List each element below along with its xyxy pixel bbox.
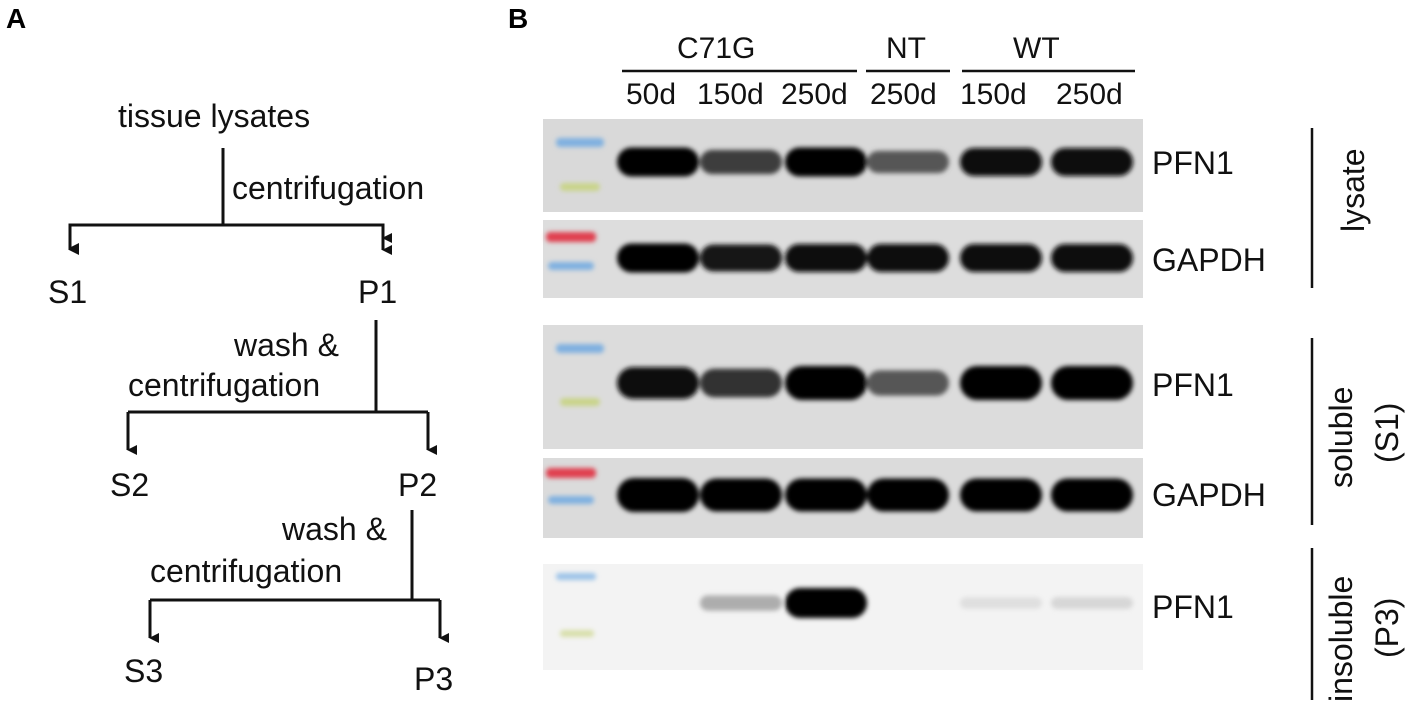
blot-group-headers: C71G NT WT — [677, 32, 1060, 65]
flow-start-label: tissue lysates — [118, 98, 310, 134]
band-soluble-gapdh-lane-6 — [1051, 478, 1133, 512]
band-insoluble-pfn1-lane-6 — [1051, 596, 1133, 610]
ladder-band-red — [546, 468, 596, 478]
fraction-label-soluble: soluble — [1323, 387, 1359, 488]
band-soluble-pfn1-lane-3 — [785, 366, 867, 400]
band-soluble-pfn1-lane-2 — [700, 368, 782, 398]
flow-s3-label: S3 — [124, 653, 163, 689]
ladder-band-blue — [548, 496, 594, 504]
ladder-band-green — [560, 398, 600, 406]
band-insoluble-pfn1-lane-5 — [960, 597, 1042, 609]
group-label-nt: NT — [886, 32, 926, 65]
band-lysate-pfn1-lane-1 — [617, 147, 699, 177]
flow-s1-label: S1 — [48, 274, 87, 310]
fraction-label-s1: (S1) — [1369, 403, 1405, 463]
flow-branch-right-1 — [68, 223, 392, 243]
flow-p2-label: P2 — [398, 467, 437, 503]
row-label-pfn1-insoluble: PFN1 — [1152, 589, 1234, 625]
band-soluble-gapdh-lane-1 — [617, 478, 699, 512]
band-lysate-pfn1-lane-6 — [1051, 147, 1133, 177]
flow-step2-line1: wash & — [233, 327, 339, 363]
fraction-label-lysate: lysate — [1335, 148, 1371, 232]
lane-label-4: 250d — [870, 78, 937, 111]
lane-label-6: 250d — [1056, 78, 1123, 111]
blot-bands — [617, 147, 1133, 618]
band-soluble-pfn1-lane-5 — [960, 366, 1042, 400]
blot-lane-labels: 50d 150d 250d 250d 150d 250d — [626, 78, 1123, 111]
group-label-c71g: C71G — [677, 32, 755, 65]
band-lysate-pfn1-lane-3 — [785, 147, 867, 177]
row-label-pfn1-soluble: PFN1 — [1152, 367, 1234, 403]
band-lysate-gapdh-lane-6 — [1051, 243, 1133, 273]
ladder-band-red — [546, 232, 596, 242]
band-lysate-gapdh-lane-4 — [867, 243, 949, 273]
flow-step3-line2: centrifugation — [150, 553, 342, 589]
lane-label-3: 250d — [781, 78, 848, 111]
fraction-label-insoluble: insoluble — [1323, 576, 1359, 702]
band-soluble-gapdh-lane-4 — [867, 478, 949, 512]
band-soluble-pfn1-lane-1 — [617, 367, 699, 399]
panel-a-letter: A — [6, 3, 26, 34]
band-lysate-pfn1-lane-5 — [960, 147, 1042, 177]
band-insoluble-pfn1-lane-3 — [785, 588, 867, 618]
band-lysate-pfn1-lane-4 — [867, 150, 949, 174]
panel-b-letter: B — [508, 3, 528, 34]
ladder-band-blue — [556, 344, 604, 353]
band-lysate-pfn1-lane-2 — [700, 149, 782, 175]
flow-p1-label: P1 — [358, 274, 397, 310]
band-lysate-gapdh-lane-1 — [617, 243, 699, 273]
flow-p3-label: P3 — [414, 661, 453, 697]
ladder-marks — [546, 138, 604, 637]
band-insoluble-pfn1-lane-2 — [700, 595, 782, 611]
band-lysate-gapdh-lane-3 — [785, 243, 867, 273]
band-soluble-pfn1-lane-4 — [867, 370, 949, 396]
lane-label-1: 50d — [626, 78, 676, 111]
row-label-gapdh-lysate: GAPDH — [1152, 242, 1266, 278]
band-soluble-gapdh-lane-3 — [785, 478, 867, 512]
flow-step3-line1: wash & — [281, 511, 387, 547]
band-lysate-gapdh-lane-2 — [700, 244, 782, 272]
ladder-band-green — [560, 630, 594, 637]
flow-s2-label: S2 — [110, 467, 149, 503]
ladder-band-blue — [556, 573, 596, 580]
fraction-labels: lysate soluble (S1) insoluble (P3) — [1323, 148, 1405, 702]
ladder-band-green — [560, 183, 600, 191]
fraction-label-p3: (P3) — [1369, 598, 1405, 658]
lane-label-5: 150d — [960, 78, 1027, 111]
ladder-band-blue — [556, 138, 604, 147]
flow-step2-line2: centrifugation — [128, 367, 320, 403]
ladder-band-blue — [548, 262, 594, 270]
flow-step1-label: centrifugation — [232, 170, 424, 206]
band-soluble-pfn1-lane-6 — [1051, 366, 1133, 400]
row-label-gapdh-soluble: GAPDH — [1152, 477, 1266, 513]
row-label-pfn1-lysate: PFN1 — [1152, 145, 1234, 181]
band-lysate-gapdh-lane-5 — [960, 243, 1042, 273]
lane-label-2: 150d — [697, 78, 764, 111]
blot-row-labels: PFN1 GAPDH PFN1 GAPDH PFN1 — [1152, 145, 1266, 625]
band-soluble-gapdh-lane-2 — [700, 478, 782, 512]
group-label-wt: WT — [1013, 32, 1060, 65]
band-soluble-gapdh-lane-5 — [960, 478, 1042, 512]
